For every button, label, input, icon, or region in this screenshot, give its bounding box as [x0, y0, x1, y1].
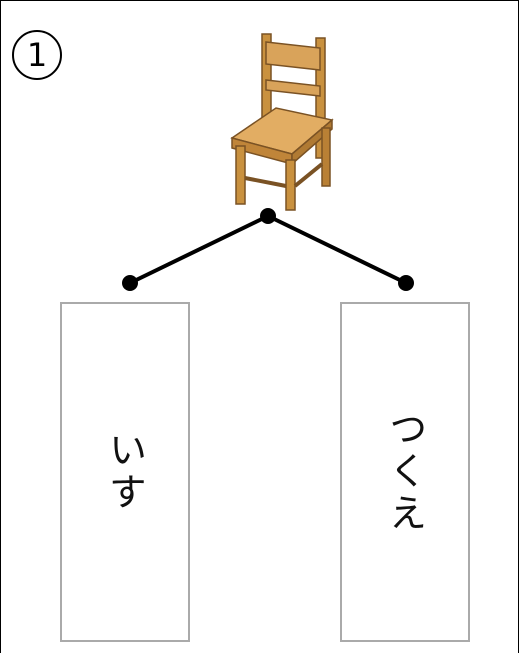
left-dot[interactable]: [122, 275, 138, 291]
choice-word-right: つくえ: [382, 409, 427, 535]
right-dot[interactable]: [398, 275, 414, 291]
choice-box-left[interactable]: いす: [60, 302, 190, 642]
top-dot[interactable]: [260, 208, 276, 224]
question-number: 1: [12, 30, 62, 80]
chair-icon: [230, 33, 334, 211]
choice-box-right[interactable]: つくえ: [340, 302, 470, 642]
choice-word-left: いす: [102, 430, 147, 514]
